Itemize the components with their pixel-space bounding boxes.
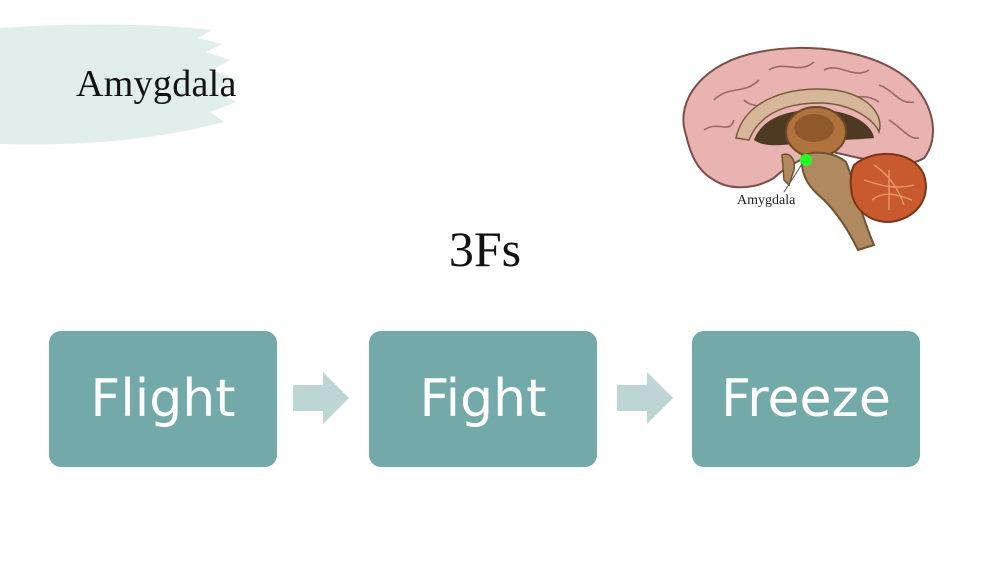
cerebellum — [849, 152, 927, 224]
brain-diagram — [682, 46, 934, 252]
flow-arrow-2-icon — [617, 372, 673, 424]
amygdala-diagram-label: Amygdala — [737, 193, 796, 208]
amygdala-marker — [800, 154, 812, 166]
flow-step-flight: Flight — [49, 331, 277, 467]
slide-title: Amygdala — [76, 63, 237, 105]
slide-subtitle: 3Fs — [448, 221, 522, 277]
corpus-callosum — [735, 88, 881, 141]
flow-arrow-1-icon — [293, 372, 349, 424]
flow-step-freeze: Freeze — [692, 331, 920, 467]
brush-stroke-decoration — [0, 24, 238, 145]
brainstem — [800, 151, 876, 252]
flow-step-fight: Fight — [369, 331, 597, 467]
